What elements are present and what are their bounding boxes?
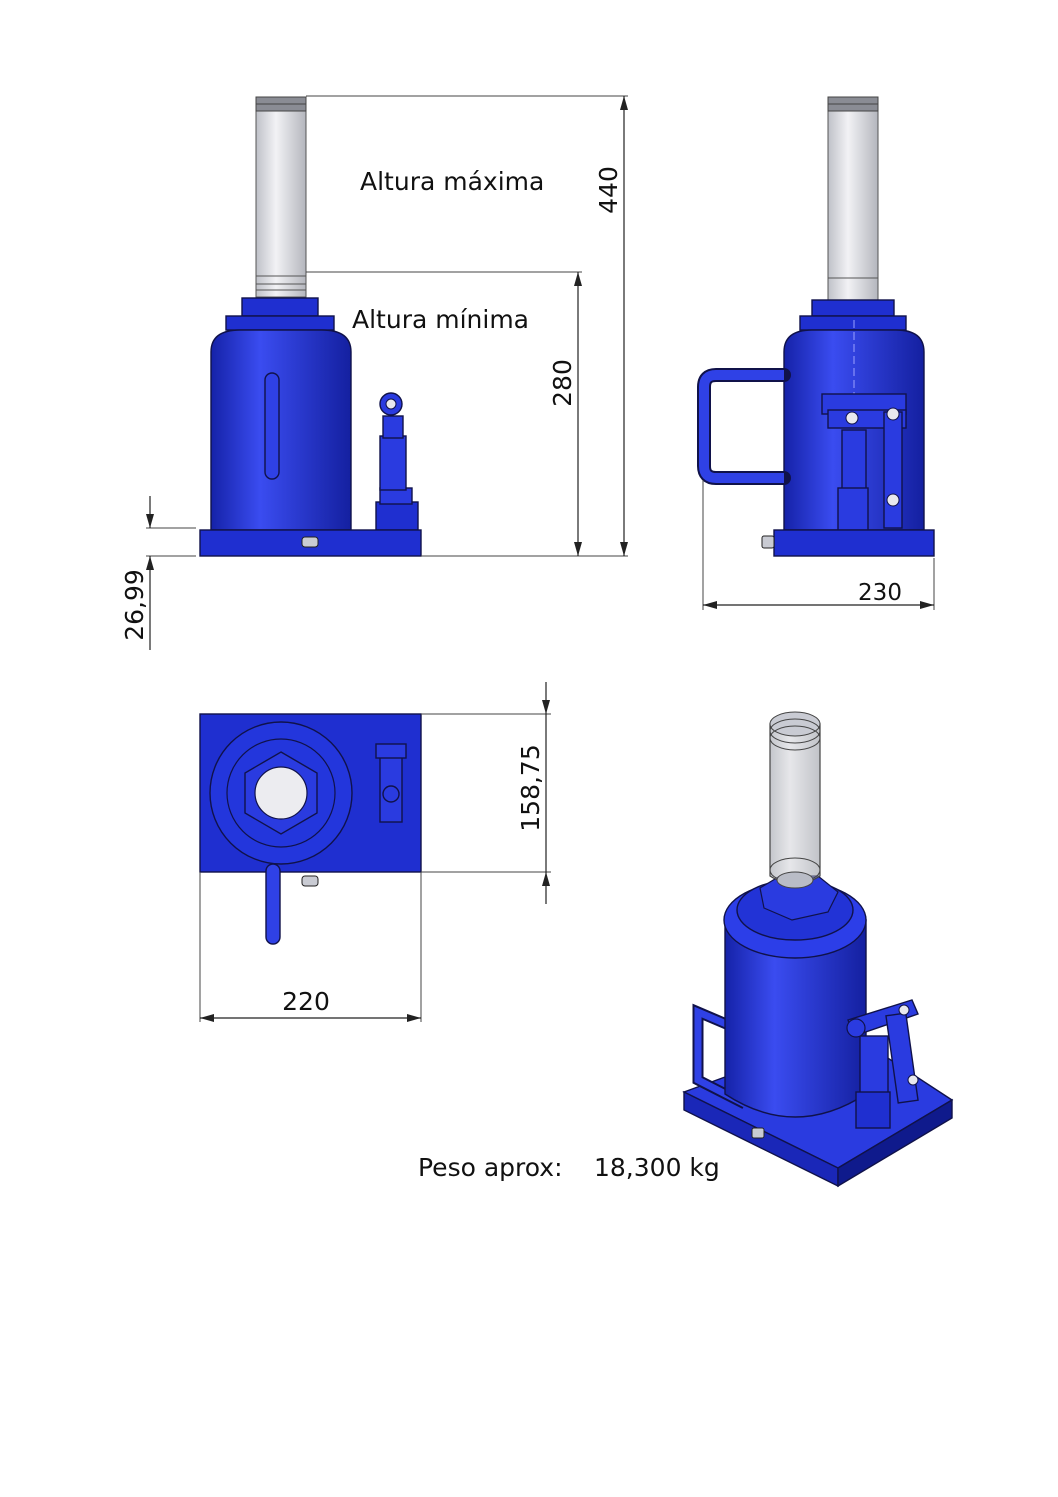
weight-label: Peso aprox:	[418, 1153, 563, 1182]
base-thickness-dimension: 26,99	[120, 569, 149, 641]
ram-piston	[255, 96, 307, 298]
cylinder-body	[210, 329, 352, 531]
side-width-dimension: 230	[858, 580, 902, 606]
top-view	[199, 713, 422, 945]
max-height-dimension: 440	[594, 166, 623, 214]
top-dimensions	[199, 682, 551, 1022]
min-height-label: Altura mínima	[352, 305, 529, 334]
max-height-label: Altura máxima	[360, 167, 544, 196]
side-view	[697, 96, 935, 557]
isometric-view	[682, 711, 954, 1188]
top-depth-dimension: 158,75	[516, 744, 545, 831]
min-height-dimension: 280	[548, 359, 577, 407]
side-dimensions	[702, 480, 935, 610]
front-dimensions	[146, 95, 628, 650]
front-width-dimension: 220	[282, 987, 330, 1016]
front-view	[199, 96, 422, 557]
weight-value: 18,300 kg	[594, 1153, 720, 1182]
